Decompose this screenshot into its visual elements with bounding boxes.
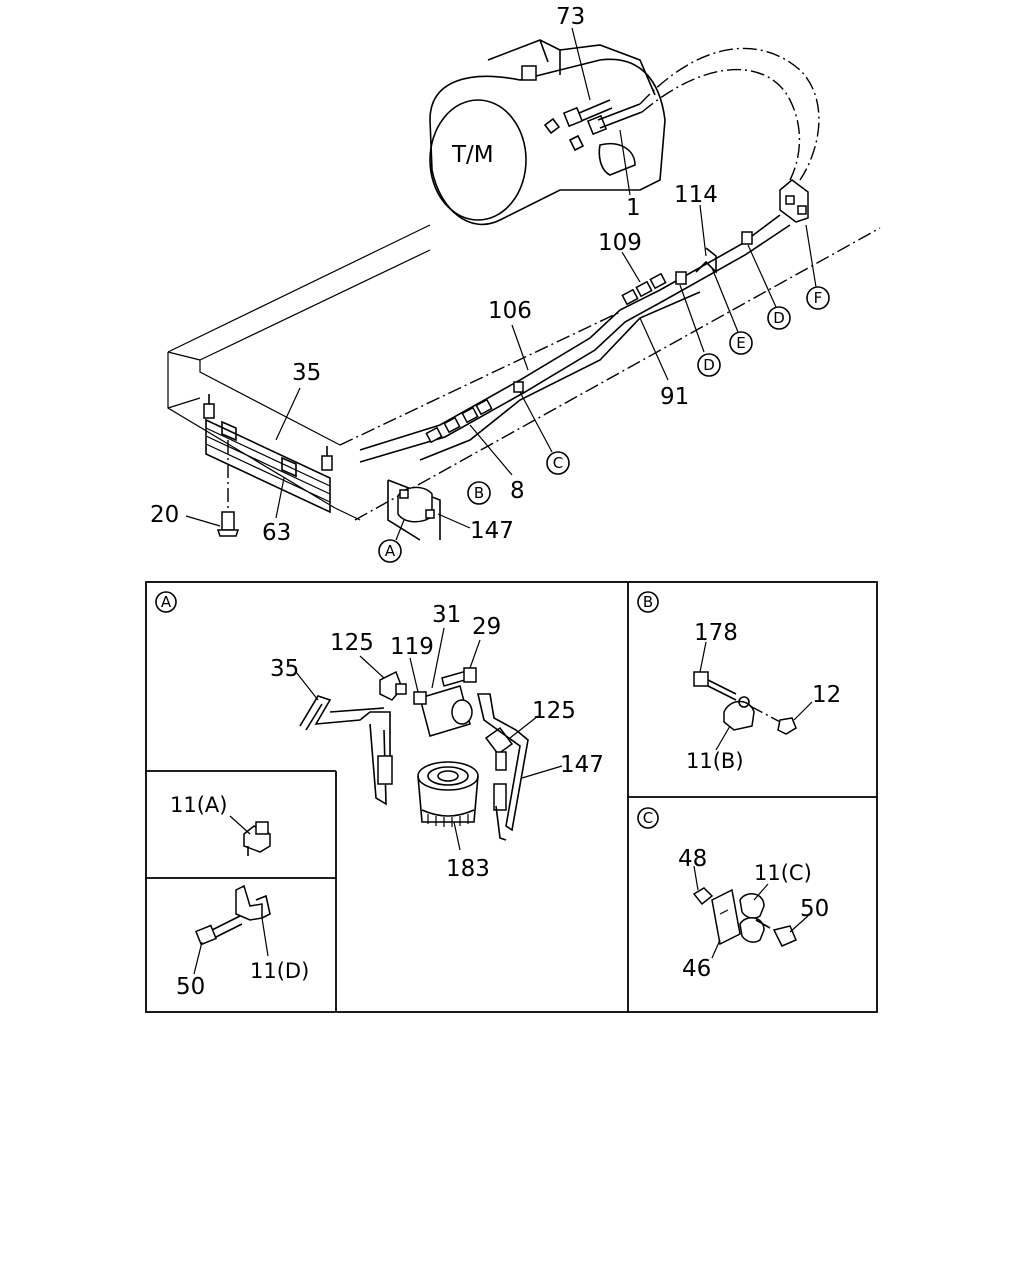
detail-a-label-31: 31 [432, 602, 461, 628]
callout-d2-main: D [767, 306, 791, 330]
leader-73 [571, 27, 591, 101]
callout-e-main: E [729, 331, 753, 355]
detail-c-label-50: 50 [800, 896, 829, 922]
detail-11d-label-50: 50 [176, 974, 205, 1000]
label-63: 63 [262, 520, 291, 546]
union-8 [425, 398, 493, 444]
svg-text:B: B [643, 593, 653, 611]
label-1: 1 [626, 195, 641, 221]
detail-b-label: 11(B) [686, 749, 744, 773]
detail-b-label-12: 12 [812, 682, 841, 708]
detail-a-label-147: 147 [560, 752, 604, 778]
clip-11c-assembly [692, 887, 797, 947]
detail-a-label-125-right: 125 [532, 698, 576, 724]
hose-fitting-73 [562, 99, 643, 136]
label-73: 73 [556, 4, 585, 30]
detail-c-tag: C [637, 807, 659, 829]
cooler-hose-upper [639, 47, 820, 181]
bolt-20 [216, 511, 240, 537]
svg-text:E: E [736, 334, 745, 352]
callout-f-main: F [806, 286, 830, 310]
label-114: 114 [674, 182, 718, 208]
transmission-housing [429, 39, 666, 226]
label-109: 109 [598, 230, 642, 256]
svg-text:A: A [385, 542, 396, 560]
detail-a-tag: A [155, 591, 177, 613]
label-106: 106 [488, 298, 532, 324]
leader-1 [619, 129, 631, 196]
callout-b-main: B [467, 481, 491, 505]
clip-11a [243, 821, 271, 856]
chassis-frame [167, 224, 881, 521]
filter-bracket-147 [387, 479, 441, 541]
detail-b-tag: B [637, 591, 659, 613]
detail-a-assembly [299, 667, 529, 841]
callout-c-main: C [546, 451, 570, 475]
detail-11a-label: 11(A) [170, 793, 227, 817]
svg-text:A: A [161, 593, 172, 611]
detail-c-label: 11(C) [754, 861, 812, 885]
oil-filter-183 [417, 761, 479, 827]
detail-c-label-46: 46 [682, 956, 711, 982]
tube-91 [419, 291, 701, 461]
tm-label: T/M [451, 142, 494, 168]
detail-a-label-29: 29 [472, 614, 501, 640]
label-91: 91 [660, 384, 689, 410]
svg-text:D: D [703, 356, 715, 374]
tube-114 [359, 224, 791, 463]
svg-text:B: B [474, 484, 484, 502]
detail-a-label-183: 183 [446, 856, 490, 882]
callout-a-main: A [378, 539, 402, 563]
svg-text:C: C [643, 809, 653, 827]
clip-11d [194, 884, 271, 946]
detail-11d-label: 11(D) [250, 959, 309, 983]
detail-a-label-125-left: 125 [330, 630, 374, 656]
callout-d1-main: D [697, 353, 721, 377]
clip-11b-assembly [693, 671, 797, 735]
hose-bracket [779, 179, 809, 223]
oil-cooler-63 [203, 394, 333, 514]
detail-b-label-178: 178 [694, 620, 738, 646]
clip-group [513, 231, 753, 393]
label-8: 8 [510, 478, 525, 504]
cooler-hose-lower [641, 68, 801, 181]
label-20: 20 [150, 502, 179, 528]
detail-a-label-35: 35 [270, 656, 299, 682]
union-109 [621, 272, 667, 306]
detail-a-label-119: 119 [390, 634, 434, 660]
svg-text:D: D [773, 309, 785, 327]
detail-c-label-48: 48 [678, 846, 707, 872]
label-147: 147 [470, 518, 514, 544]
label-35: 35 [292, 360, 321, 386]
tube-106 [359, 214, 781, 451]
svg-text:C: C [553, 454, 563, 472]
svg-text:F: F [814, 289, 823, 307]
